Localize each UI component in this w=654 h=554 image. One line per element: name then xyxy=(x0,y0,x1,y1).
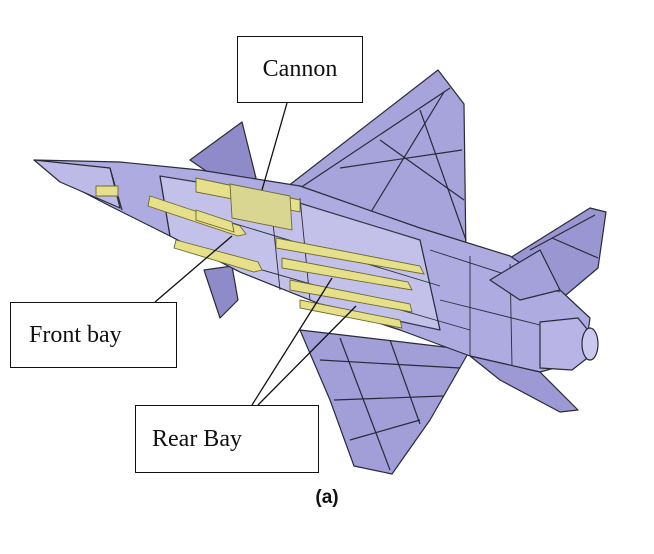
rear-bay-weapon-3 xyxy=(289,279,413,313)
rear-bay-weapon-4 xyxy=(299,299,403,329)
figure-caption: (a) xyxy=(315,487,339,508)
nose-weapon xyxy=(95,185,119,197)
cannon-body xyxy=(229,183,293,231)
lower-wing xyxy=(299,329,471,475)
rear-bay-weapon-2 xyxy=(281,257,413,291)
cannon-leader xyxy=(261,102,288,191)
upper-horizontal-tail xyxy=(489,249,561,301)
front-bay-leader xyxy=(154,235,233,303)
weapons xyxy=(95,177,425,329)
rear-bay-label: Rear Bay xyxy=(135,405,319,473)
front-bay-label: Front bay xyxy=(10,302,177,368)
cannon-label: Cannon xyxy=(237,36,363,103)
lower-ventral-fin xyxy=(203,265,239,319)
lower-horizontal-tail xyxy=(469,355,579,413)
nose-cone xyxy=(33,159,121,209)
front-bay-missile-lower xyxy=(173,239,263,273)
rear-bay-leader-1 xyxy=(251,277,333,406)
rear-bay-leader-2 xyxy=(257,305,357,406)
leader-lines xyxy=(154,102,357,406)
front-bay-missile-middle xyxy=(195,209,235,233)
rear-bay-weapon-1 xyxy=(275,237,425,275)
